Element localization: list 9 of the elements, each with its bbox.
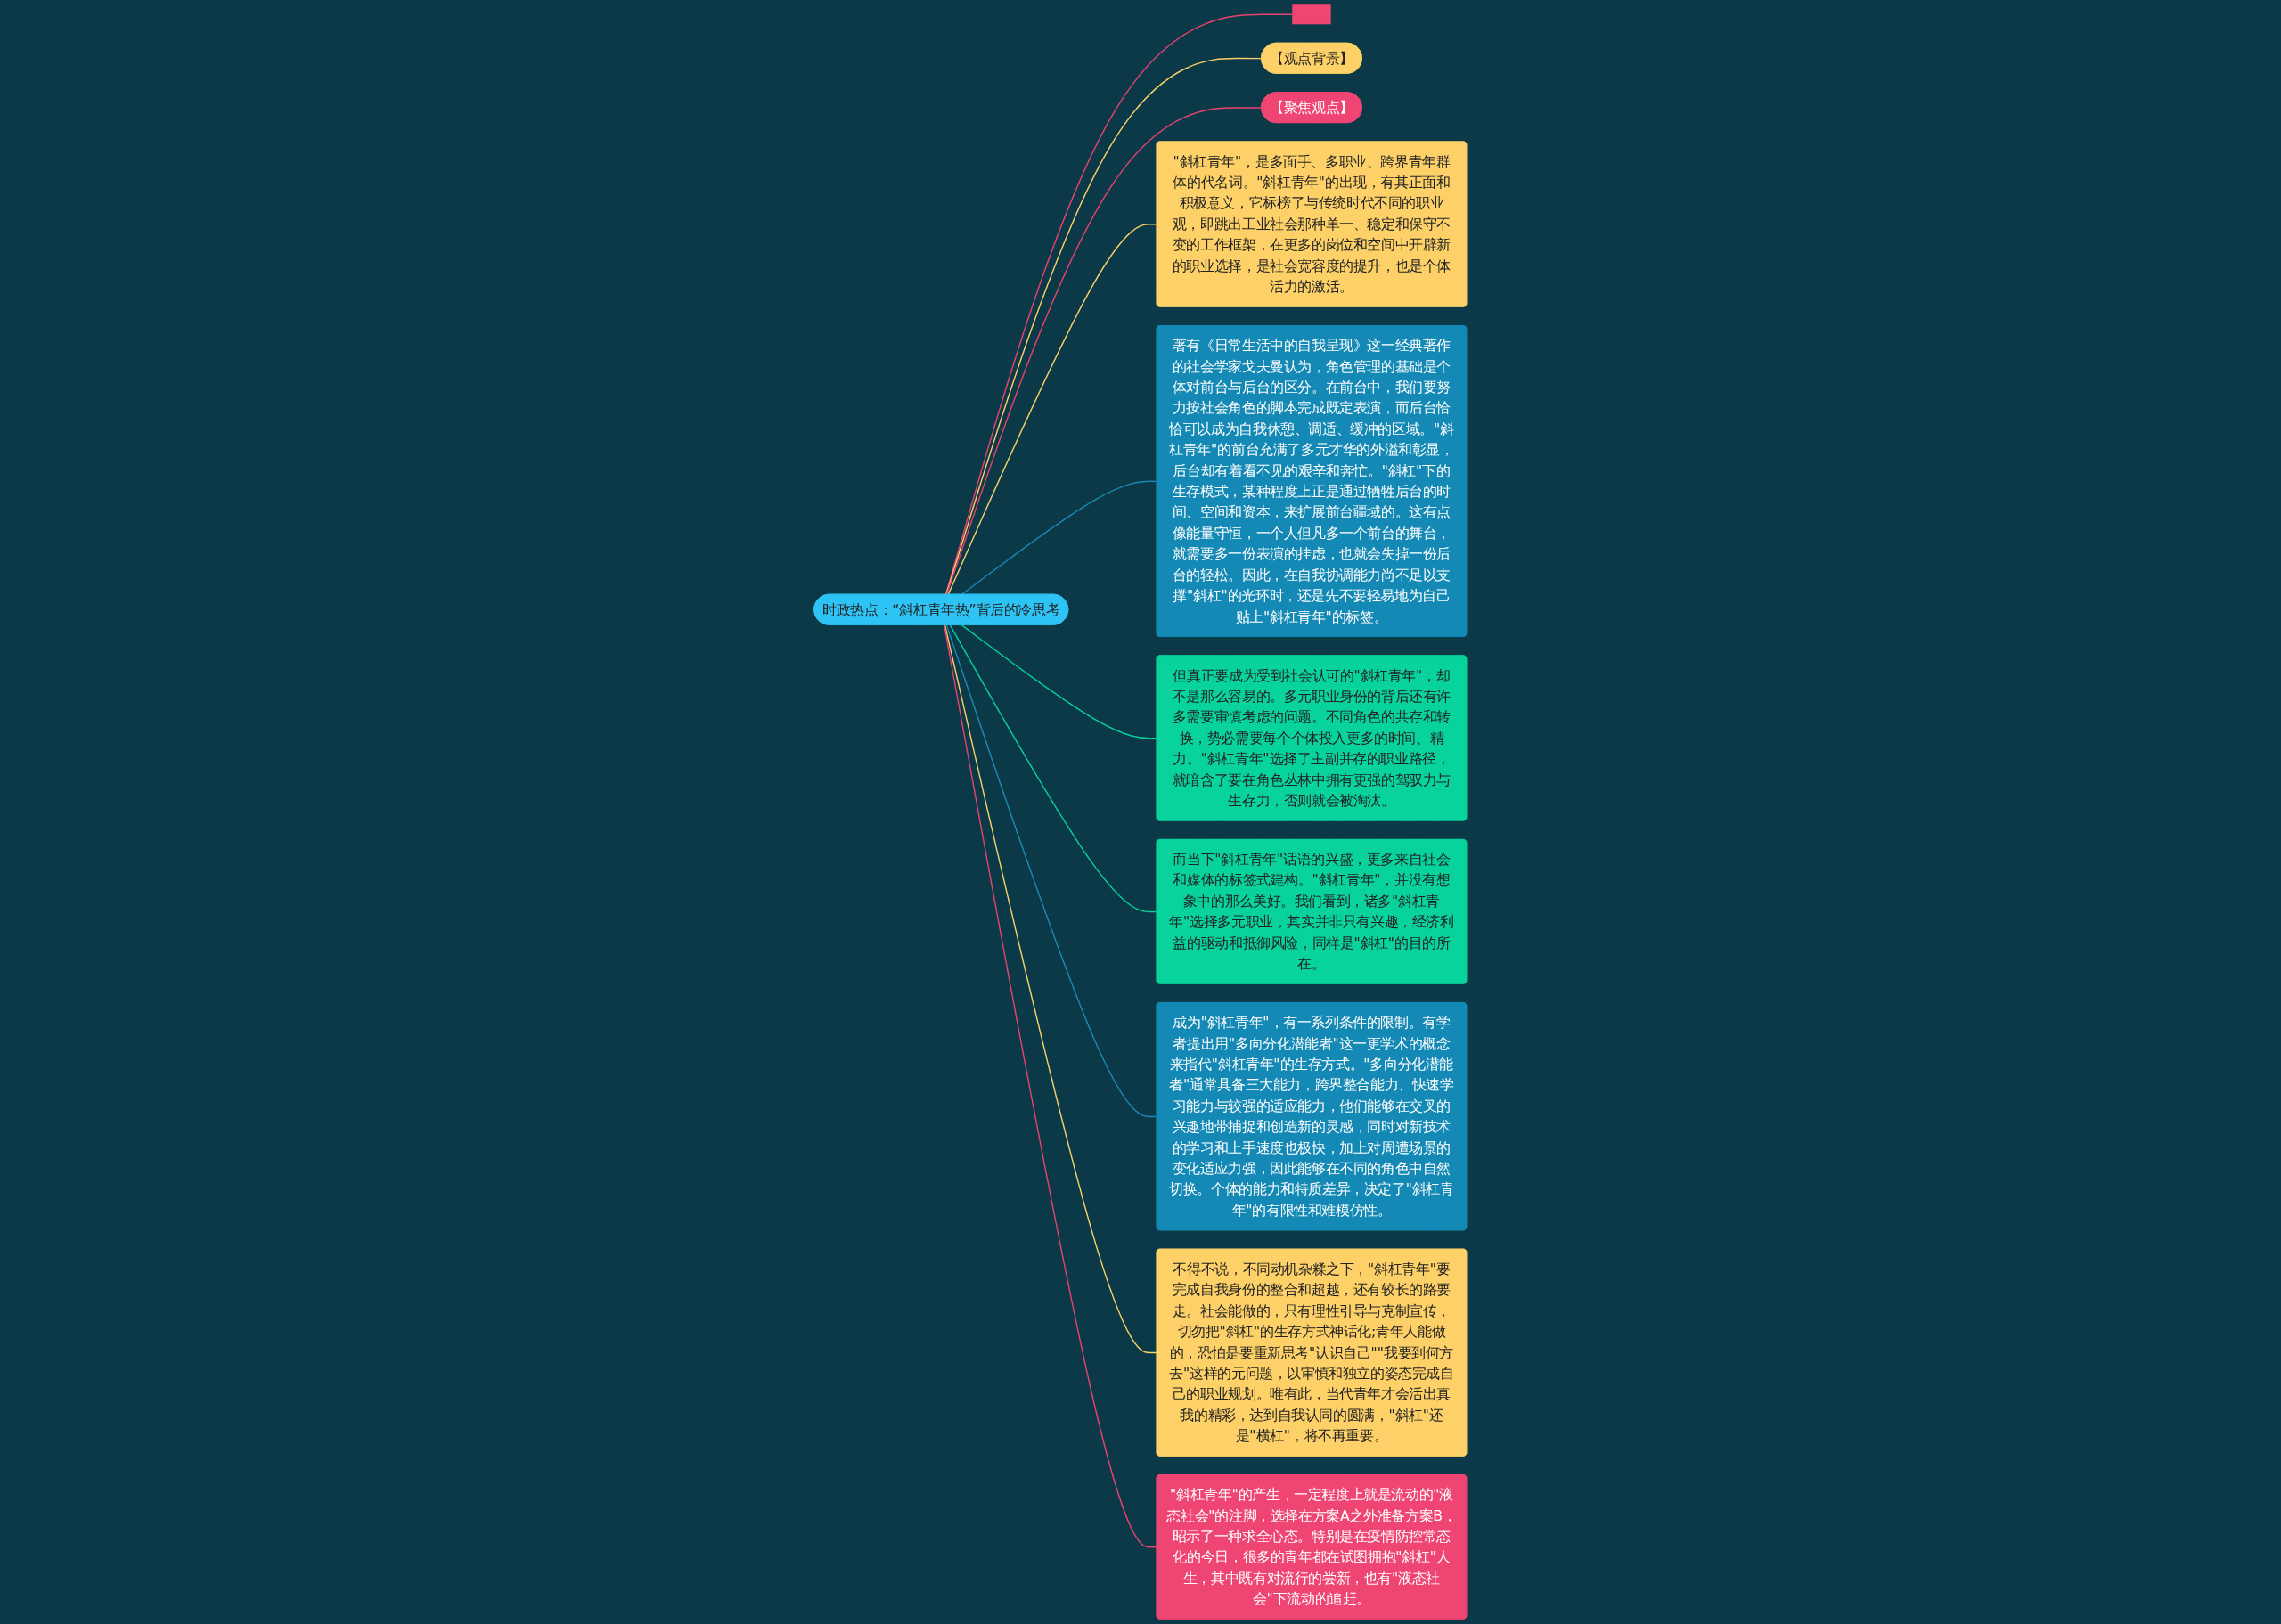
node-box: [1292, 4, 1331, 25]
connector: [944, 624, 1158, 1354]
connector: [947, 224, 1158, 596]
connector: [945, 13, 1294, 596]
connector: [961, 624, 1158, 739]
connector: [944, 624, 1158, 1548]
connector: [961, 480, 1158, 596]
connector: [949, 624, 1158, 913]
connector: [945, 624, 1158, 1118]
